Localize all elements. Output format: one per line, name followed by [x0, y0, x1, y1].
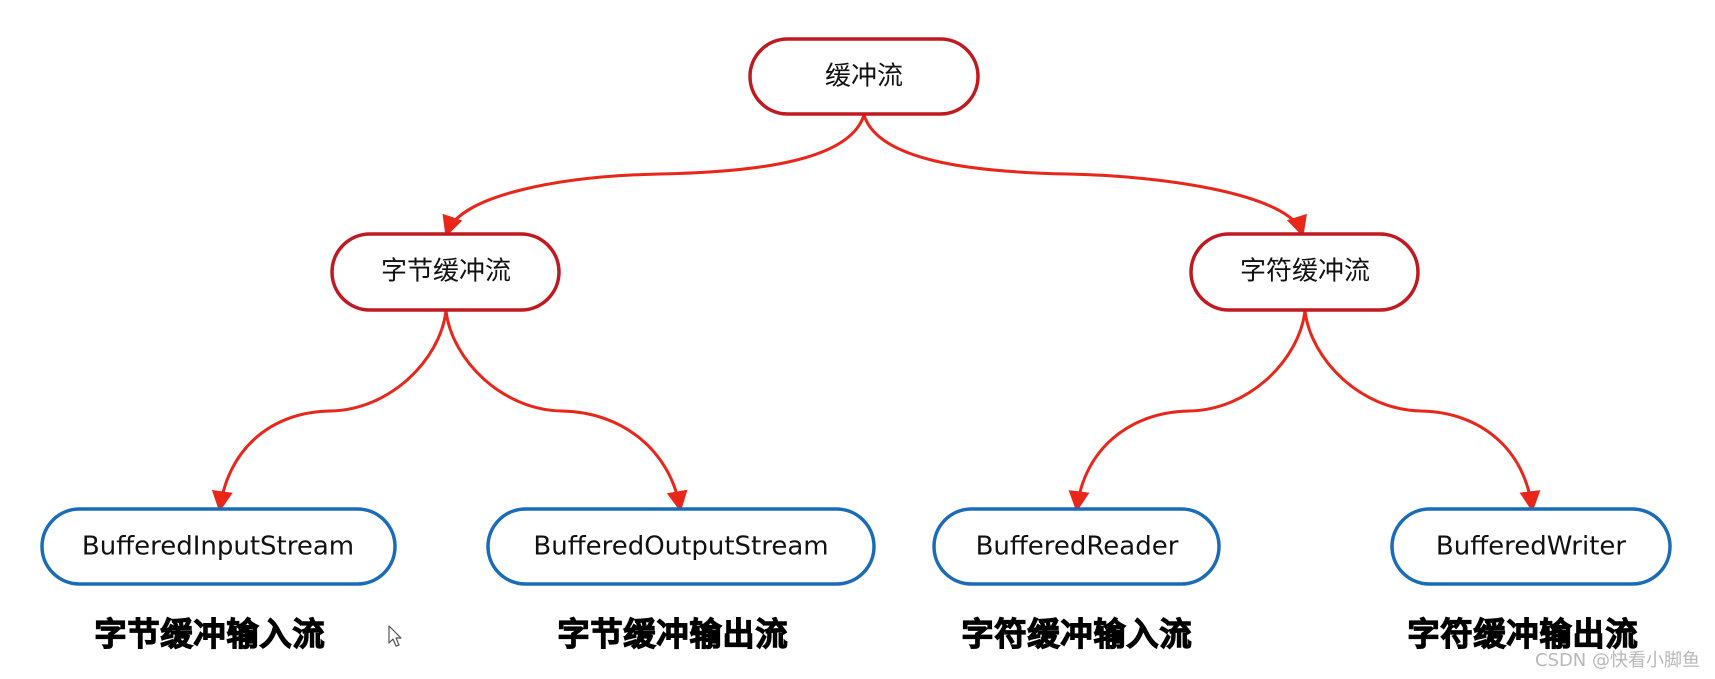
connector-byte-to-output — [444, 310, 688, 513]
node-buffered-writer-label: BufferedWriter — [1436, 532, 1626, 562]
node-buffered-input-stream-label: BufferedInputStream — [82, 532, 354, 562]
node-root: 缓冲流 — [748, 37, 980, 116]
node-buffered-reader: BufferedReader — [932, 507, 1221, 586]
node-buffered-writer: BufferedWriter — [1390, 507, 1672, 586]
node-root-shape — [748, 37, 980, 116]
connector-root-to-byte — [442, 114, 866, 237]
node-buffered-output-stream-label: BufferedOutputStream — [533, 532, 828, 562]
node-char-buffered-shape — [1189, 232, 1420, 312]
node-byte-buffered-shape — [330, 232, 561, 312]
node-byte-buffered-stream: 字节缓冲流 — [330, 232, 561, 312]
node-byte-buffered-label: 字节缓冲流 — [381, 257, 511, 287]
node-buffered-input-stream: BufferedInputStream — [40, 507, 397, 586]
node-char-buffered-label: 字符缓冲流 — [1240, 257, 1370, 287]
node-char-buffered-stream: 字符缓冲流 — [1189, 232, 1420, 312]
watermark: CSDN @快看小脚鱼 — [1535, 650, 1700, 671]
caption-byte-output: 字节缓冲输出流 — [557, 615, 788, 653]
node-buffered-output-stream: BufferedOutputStream — [486, 507, 876, 586]
connector-byte-to-input — [211, 310, 448, 513]
node-buffered-output-stream-shape — [486, 507, 876, 586]
connector-char-to-writer — [1303, 310, 1541, 513]
node-buffered-input-stream-shape — [40, 507, 397, 586]
node-root-label: 缓冲流 — [825, 62, 903, 92]
mouse-pointer-icon — [388, 625, 402, 647]
node-buffered-writer-shape — [1390, 507, 1672, 586]
caption-byte-input: 字节缓冲输入流 — [94, 615, 325, 653]
node-buffered-reader-label: BufferedReader — [976, 532, 1179, 562]
node-buffered-reader-shape — [932, 507, 1221, 586]
caption-char-output: 字符缓冲输出流 — [1407, 615, 1638, 653]
connector-root-to-char — [862, 114, 1307, 238]
connectors — [211, 114, 1541, 513]
connector-char-to-reader — [1068, 310, 1307, 513]
caption-char-input: 字符缓冲输入流 — [961, 615, 1192, 653]
